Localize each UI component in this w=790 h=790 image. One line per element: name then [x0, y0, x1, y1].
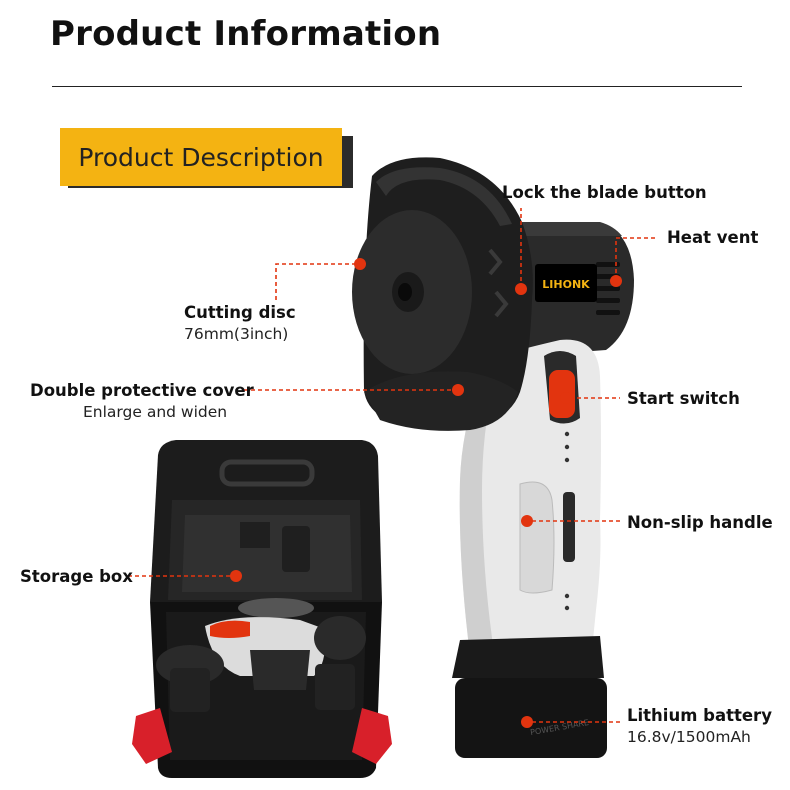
storage-box-image: [132, 440, 392, 778]
cutting-disc-label: Cutting disc: [184, 303, 296, 322]
grinder-tool-image: LIHONK POWER SHARE: [352, 157, 634, 758]
page-title: Product Information: [50, 14, 442, 54]
lithium-battery-label: Lithium battery: [627, 706, 772, 725]
callout-dot-non-slip-handle: [521, 515, 533, 527]
callout-dot-storage-box: [230, 570, 242, 582]
callout-dot-protective-cover: [452, 384, 464, 396]
storage-box-label: Storage box: [20, 567, 133, 586]
callout-dot-heat-vent: [610, 275, 622, 287]
protective-cover-label: Double protective cover: [30, 381, 254, 400]
heat-vent-label: Heat vent: [667, 228, 759, 247]
callout-dot-battery: [521, 716, 533, 728]
lithium-battery-spec: 16.8v/1500mAh: [627, 728, 751, 746]
brand-logo: LIHONK: [542, 278, 590, 291]
callout-dot-lock-blade: [515, 283, 527, 295]
protective-cover-detail: Enlarge and widen: [83, 403, 228, 421]
section-badge: Product Description: [60, 128, 342, 186]
callout-dot-start-switch: [560, 392, 572, 404]
callout-leaders: [128, 208, 658, 728]
callout-dot-cutting-disc: [354, 258, 366, 270]
title-divider: [52, 86, 742, 87]
cutting-disc-size: 76mm(3inch): [184, 325, 289, 343]
start-switch-label: Start switch: [627, 389, 740, 408]
lock-blade-label: Lock the blade button: [502, 183, 707, 202]
non-slip-handle-label: Non-slip handle: [627, 513, 773, 532]
